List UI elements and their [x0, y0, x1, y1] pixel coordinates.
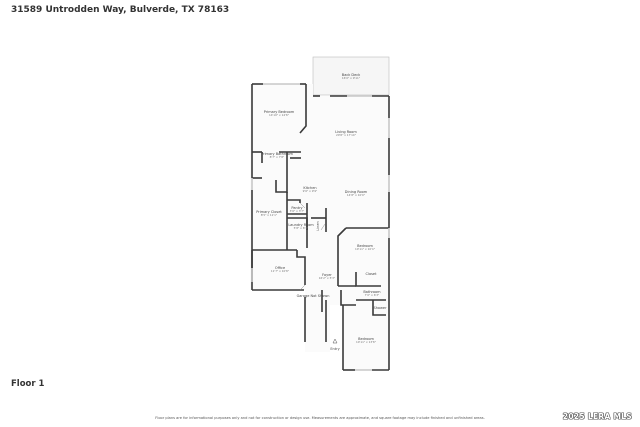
floor-label: Floor 1	[11, 379, 45, 389]
room-entry: Entry	[330, 347, 340, 351]
entry-arrow-icon	[332, 338, 338, 344]
back-deck-area	[312, 56, 390, 96]
walls	[251, 83, 390, 371]
room-shower: Shower	[373, 306, 387, 310]
property-address: 31589 Untrodden Way, Bulverde, TX 78163	[11, 5, 230, 15]
door-swings	[299, 202, 326, 291]
disclaimer-text: Floor plans are for informational purpos…	[155, 416, 485, 420]
watermark: 2025 LERA MLS	[562, 412, 632, 421]
room-linen: Linen	[315, 221, 320, 231]
room-closet: Closet	[365, 272, 377, 276]
windows	[251, 83, 390, 371]
room-garage-not-shown: Garage Not Shown	[296, 294, 330, 298]
